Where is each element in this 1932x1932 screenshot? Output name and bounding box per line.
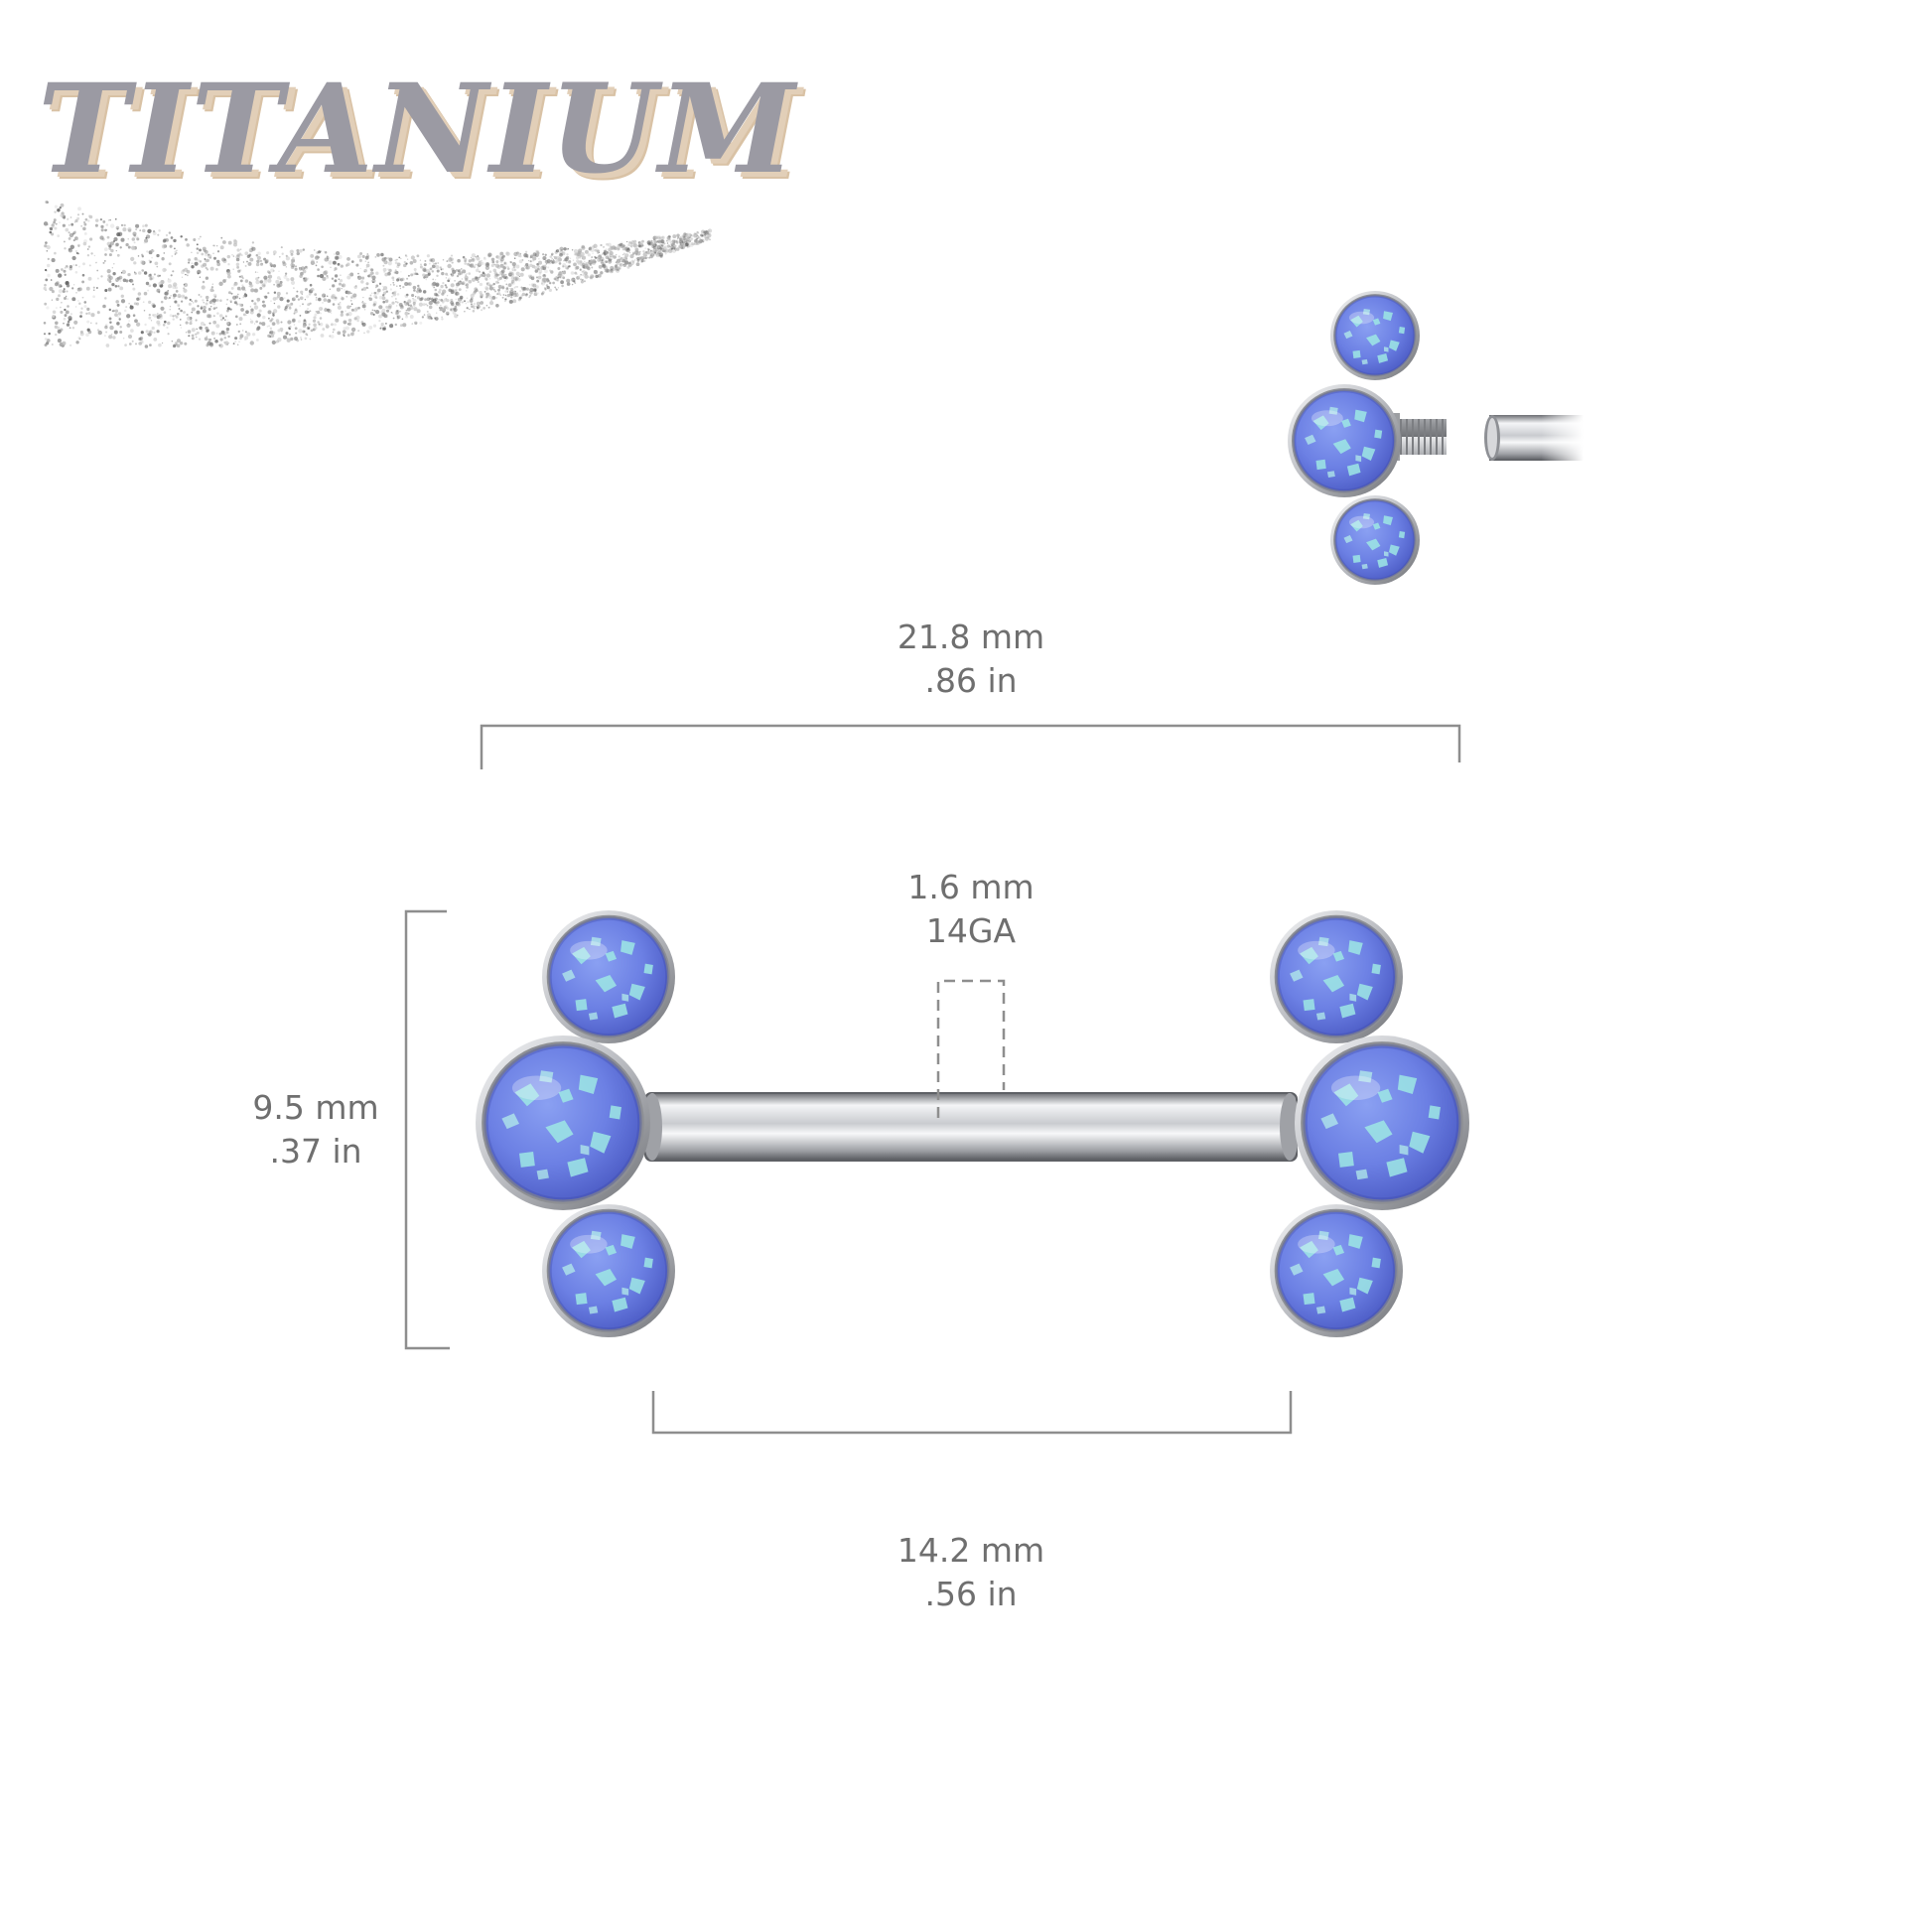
glitter-swoosh	[43, 200, 713, 348]
overall-length-mm: 21.8 mm	[897, 618, 1045, 656]
opal-gem-detail-bottom	[1330, 495, 1420, 585]
height-in: .37 in	[269, 1132, 362, 1171]
bar-length-mm: 14.2 mm	[897, 1531, 1045, 1570]
end-detail-view	[1288, 291, 1584, 585]
opal-gem-right-bottom	[1270, 1204, 1403, 1337]
opal-gem-detail-top	[1330, 291, 1420, 380]
height-label: 9.5 mm .37 in	[167, 1086, 465, 1173]
height-bracket	[404, 909, 450, 1350]
gauge-indicator	[936, 979, 1006, 1118]
bar-end-detail	[1484, 409, 1584, 467]
gauge-mm: 1.6 mm	[907, 868, 1035, 906]
overall-length-label: 21.8 mm .86 in	[822, 616, 1120, 703]
opal-gem-left-bottom	[542, 1204, 675, 1337]
gauge-ga: 14GA	[925, 911, 1017, 950]
barbell-shaft	[642, 1092, 1300, 1162]
gauge-label: 1.6 mm 14GA	[822, 866, 1120, 953]
height-mm: 9.5 mm	[252, 1088, 379, 1127]
opal-gem-detail-main	[1288, 384, 1401, 497]
opal-gem-left-main	[476, 1035, 650, 1210]
brand-title: TITANIUM	[38, 58, 797, 202]
overall-length-bracket	[480, 724, 1461, 769]
barbell-main-view	[476, 910, 1469, 1337]
opal-gem-right-top	[1270, 910, 1403, 1043]
overall-length-in: .86 in	[924, 661, 1018, 700]
bar-length-label: 14.2 mm .56 in	[822, 1529, 1120, 1616]
bar-length-bracket	[651, 1391, 1293, 1435]
opal-gem-right-main	[1295, 1035, 1469, 1210]
bar-length-in: .56 in	[924, 1575, 1018, 1613]
opal-gem-left-top	[542, 910, 675, 1043]
